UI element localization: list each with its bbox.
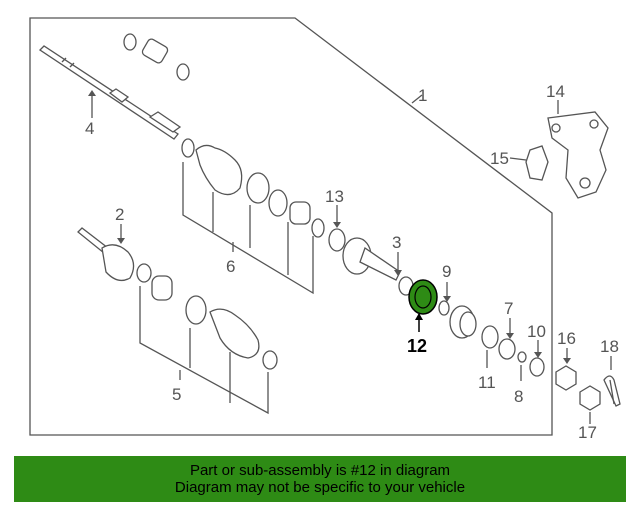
part-7-ring xyxy=(498,338,516,360)
label-10: 10 xyxy=(527,322,546,341)
part-4-shaft xyxy=(38,45,182,140)
label-18: 18 xyxy=(600,337,619,356)
wheel-hub xyxy=(449,305,477,339)
part-14-knuckle xyxy=(547,111,609,199)
part-18-cotter-pin xyxy=(603,375,621,407)
part-13-ring xyxy=(328,228,346,252)
label-17: 17 xyxy=(578,423,597,442)
label-8: 8 xyxy=(514,387,523,406)
bracket-6 xyxy=(182,162,314,295)
top-seals xyxy=(123,33,190,81)
parts-diagram: 1 4 6 13 3 xyxy=(29,17,621,442)
label-1: 1 xyxy=(418,86,427,105)
bracket-5 xyxy=(139,286,269,415)
label-9: 9 xyxy=(442,262,451,281)
part-9-washer xyxy=(438,300,450,316)
label-3: 3 xyxy=(392,233,401,252)
label-13: 13 xyxy=(325,187,344,206)
banner-line-1: Part or sub-assembly is #12 in diagram xyxy=(189,462,451,479)
part-2-inner-joint xyxy=(77,227,135,282)
banner-line-2: Diagram may not be specific to your vehi… xyxy=(174,479,466,496)
part-15-shield xyxy=(525,145,549,181)
label-12: 12 xyxy=(407,336,427,356)
label-4: 4 xyxy=(85,119,94,138)
label-2: 2 xyxy=(115,205,124,224)
leader-15 xyxy=(509,157,527,161)
label-15: 15 xyxy=(490,149,509,168)
part-11-bearing xyxy=(481,325,499,349)
part-8-washer xyxy=(517,351,527,363)
part-3-cv-joint xyxy=(342,237,414,296)
part-5-boot-kit xyxy=(136,263,278,370)
info-banner: Part or sub-assembly is #12 in diagram D… xyxy=(14,456,626,502)
part-10-nut xyxy=(529,357,545,377)
label-14: 14 xyxy=(546,82,565,101)
label-5: 5 xyxy=(172,385,181,404)
part-16-nut xyxy=(555,365,577,391)
assembly-outline xyxy=(29,17,553,436)
part-17-nut xyxy=(579,385,601,411)
leader-1 xyxy=(411,94,423,104)
label-7: 7 xyxy=(504,299,513,318)
label-16: 16 xyxy=(557,329,576,348)
part-12-seal-highlighted xyxy=(408,279,438,315)
label-11: 11 xyxy=(478,373,496,392)
label-6: 6 xyxy=(226,257,235,276)
part-6-boot-kit xyxy=(181,138,325,238)
